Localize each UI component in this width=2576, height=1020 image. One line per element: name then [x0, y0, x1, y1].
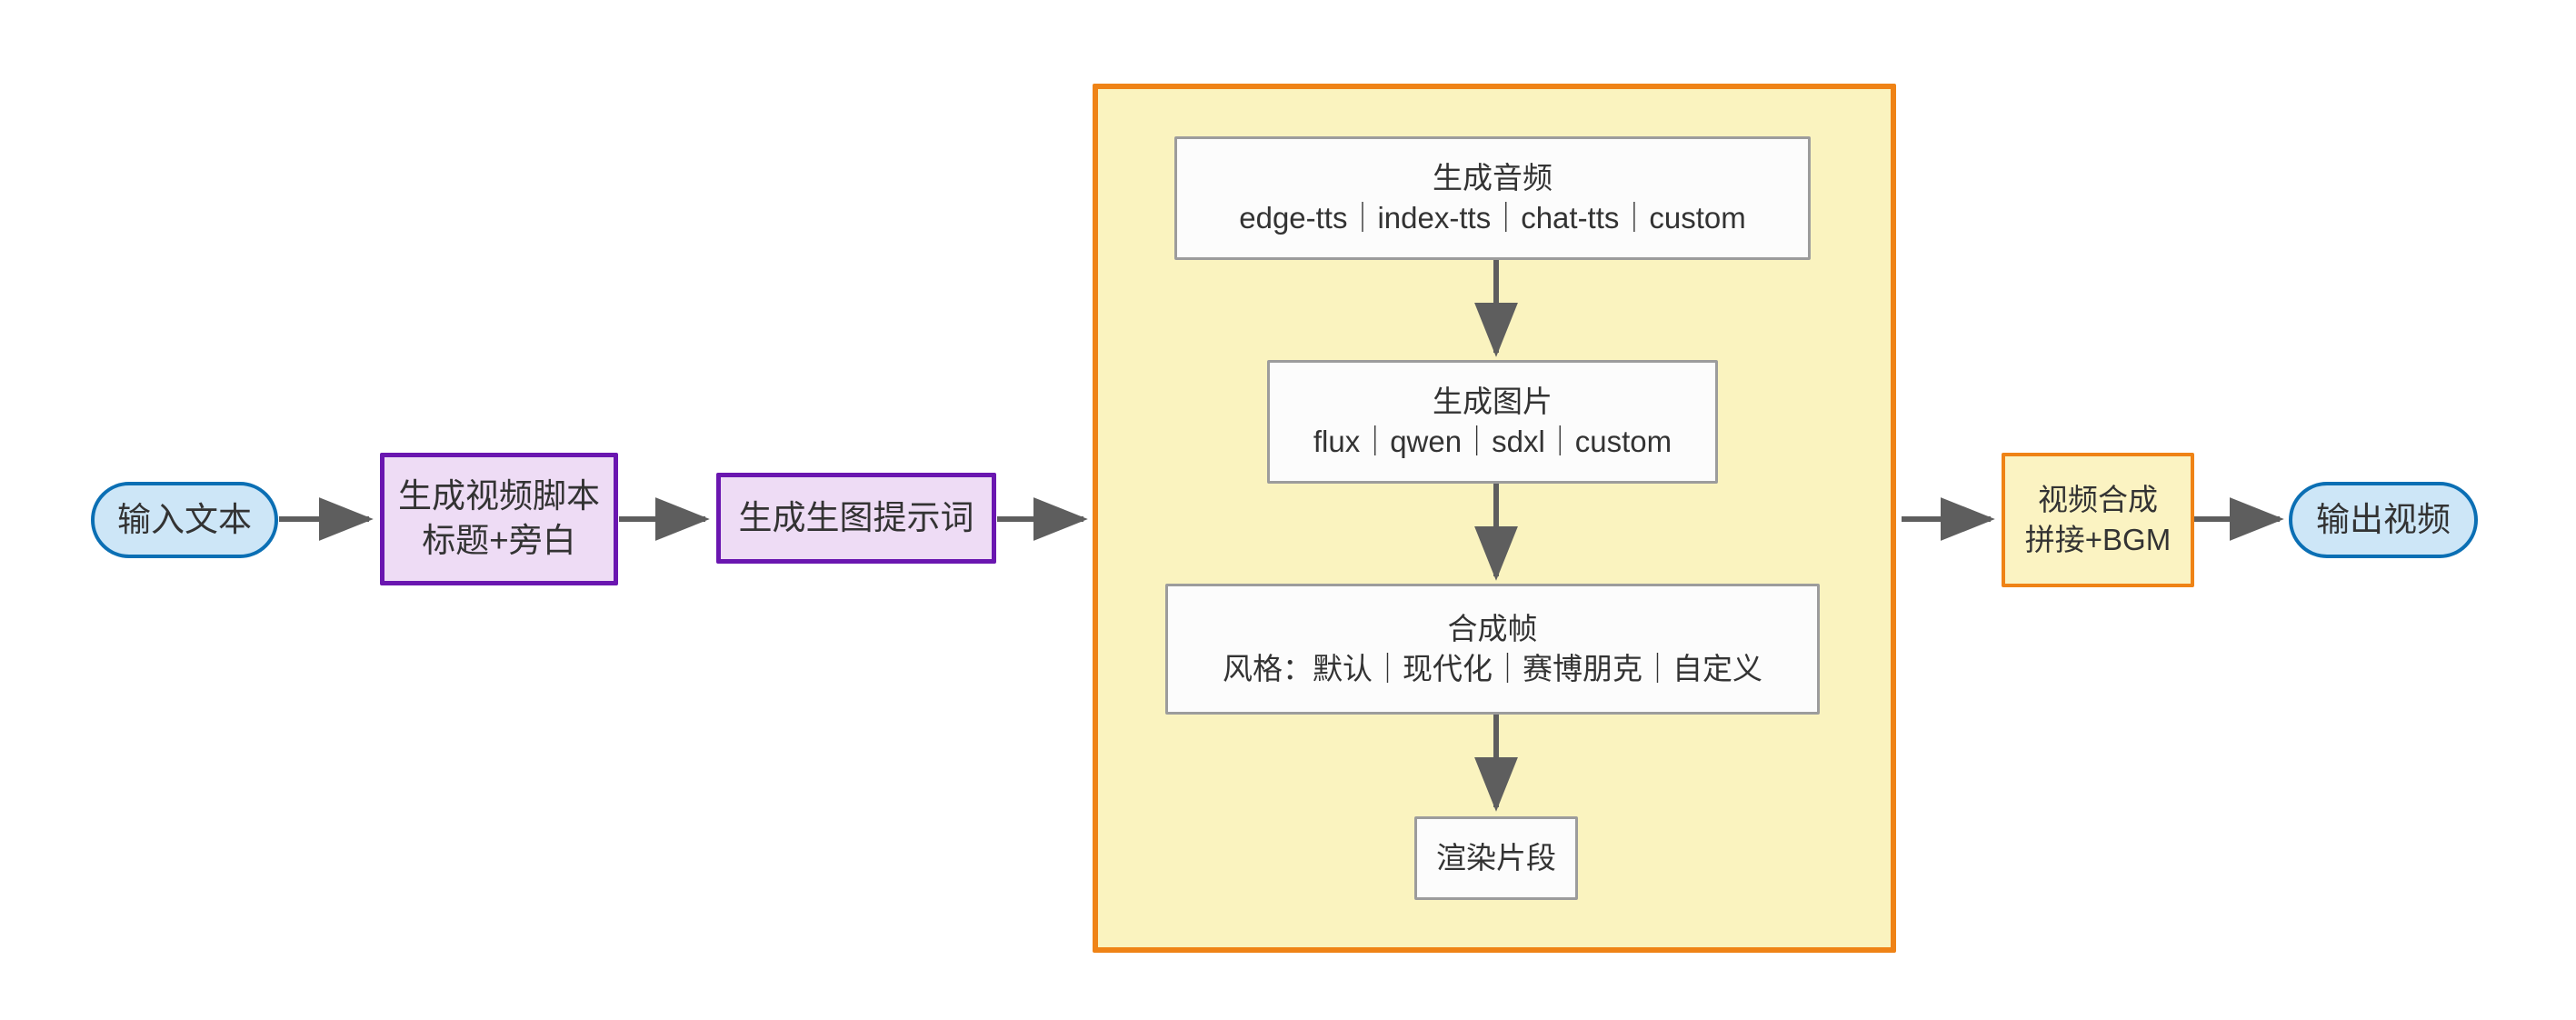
node-compose-frame-line2: 风格：默认｜现代化｜赛博朋克｜自定义	[1223, 652, 1762, 685]
node-generate-audio-line1: 生成音频	[1433, 161, 1553, 195]
node-generate-script-line1: 生成视频脚本	[398, 477, 600, 515]
node-render-clip-label: 渲染片段	[1436, 841, 1556, 875]
node-render-clip[interactable]: 渲染片段	[1414, 816, 1578, 900]
node-compose-frame-line1: 合成帧	[1447, 612, 1538, 646]
node-generate-script[interactable]: 生成视频脚本 标题+旁白	[380, 453, 618, 585]
node-generate-audio[interactable]: 生成音频 edge-tts｜index-tts｜chat-tts｜custom	[1174, 136, 1811, 260]
node-generate-prompt[interactable]: 生成生图提示词	[716, 473, 996, 564]
node-generate-image-line2: flux｜qwen｜sdxl｜custom	[1313, 425, 1672, 458]
node-generate-script-line2: 标题+旁白	[422, 522, 576, 559]
node-output-video[interactable]: 输出视频	[2289, 482, 2478, 558]
node-video-merge[interactable]: 视频合成 拼接+BGM	[2002, 453, 2194, 587]
node-output-video-label: 输出视频	[2316, 500, 2451, 538]
node-input-text-label: 输入文本	[117, 500, 252, 538]
node-generate-prompt-label: 生成生图提示词	[738, 498, 974, 536]
node-generate-image-line1: 生成图片	[1433, 385, 1553, 419]
node-video-merge-line1: 视频合成	[2038, 483, 2158, 517]
node-generate-image[interactable]: 生成图片 flux｜qwen｜sdxl｜custom	[1267, 360, 1718, 484]
node-video-merge-line2: 拼接+BGM	[2024, 523, 2172, 556]
node-generate-audio-line2: edge-tts｜index-tts｜chat-tts｜custom	[1239, 201, 1746, 235]
node-compose-frame[interactable]: 合成帧 风格：默认｜现代化｜赛博朋克｜自定义	[1165, 584, 1820, 715]
node-input-text[interactable]: 输入文本	[91, 482, 278, 558]
